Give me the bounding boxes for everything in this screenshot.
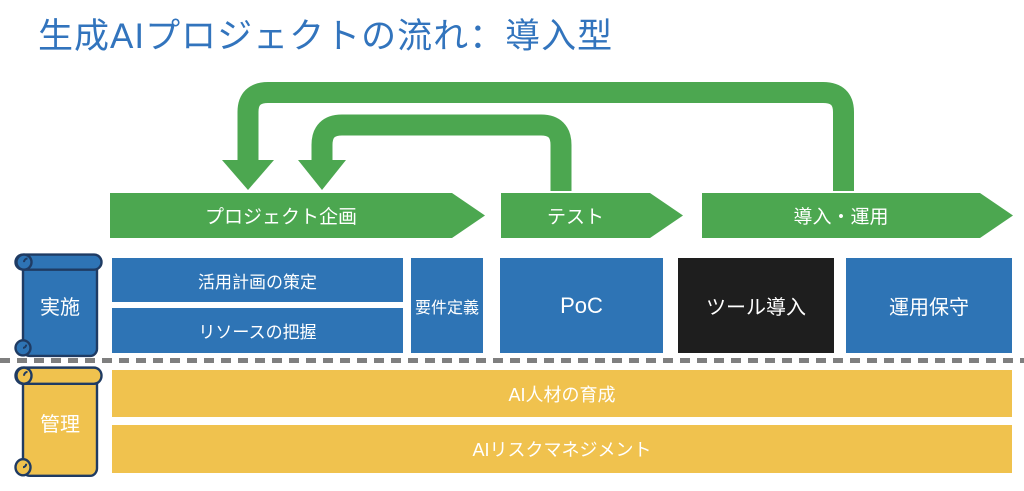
task-label-tool-introduction: ツール導入 (706, 297, 806, 319)
management-bar-ai-talent-training: AI人材の育成 (112, 370, 1012, 417)
inner-loop-arrow-line (311, 114, 572, 191)
scroll-icon (14, 253, 104, 358)
phase-label-test: テスト (546, 207, 604, 228)
phase-label-deploy-operate: 導入・運用 (793, 207, 889, 228)
scroll-icon (14, 366, 104, 478)
outer-loop-arrow-line (237, 82, 854, 191)
phase-label-planning: プロジェクト企画 (204, 207, 357, 228)
task-box-tool-introduction: ツール導入 (678, 258, 834, 353)
task-label-resource-grasp: リソースの把握 (198, 323, 317, 342)
management-row-header: 管理 (14, 366, 104, 478)
task-box-operation-maintenance: 運用保守 (846, 258, 1012, 353)
phase-chevron-planning: プロジェクト企画 (110, 193, 485, 238)
management-row-label: 管理 (40, 413, 80, 436)
task-box-utilization-plan: 活用計画の策定 (112, 258, 403, 302)
page-title: 生成AIプロジェクトの流れ：導入型 (38, 17, 614, 56)
task-label-requirements: 要件定義 (414, 299, 479, 317)
task-label-utilization-plan: 活用計画の策定 (198, 272, 317, 292)
task-box-resource-grasp: リソースの把握 (112, 308, 403, 353)
management-bar-ai-risk-management: AIリスクマネジメント (112, 425, 1012, 473)
task-label-operation-maintenance: 運用保守 (889, 297, 969, 319)
phase-chevron-test: テスト (501, 193, 683, 238)
row-divider-dashed-line (0, 358, 1024, 363)
bar-label-ai-talent-training: AI人材の育成 (508, 384, 616, 405)
task-box-requirements: 要件定義 (411, 258, 483, 353)
implementation-row-header: 実施 (14, 253, 104, 358)
phase-chevron-deploy-operate: 導入・運用 (702, 193, 1013, 238)
task-label-poc: PoC (560, 292, 603, 318)
inner-loop-arrowhead-icon (298, 160, 346, 190)
bar-label-ai-risk-management: AIリスクマネジメント (472, 440, 652, 460)
implementation-row-label: 実施 (40, 297, 80, 319)
task-box-poc: PoC (500, 258, 663, 353)
outer-loop-arrowhead-icon (222, 160, 274, 190)
